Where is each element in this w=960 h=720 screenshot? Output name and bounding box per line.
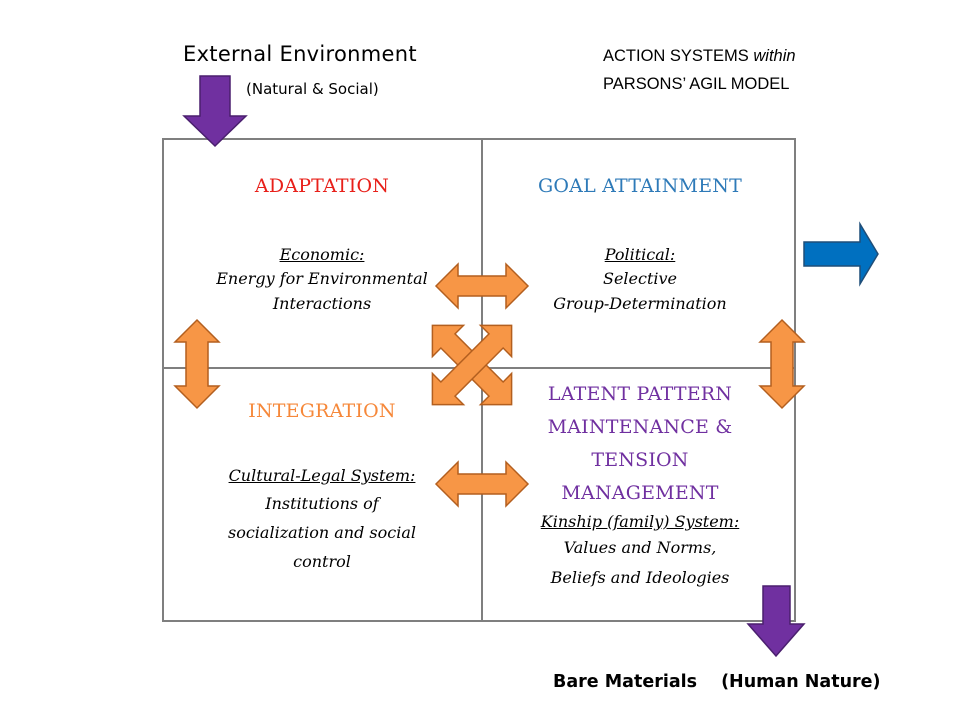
adaptation-subheading: Economic: — [279, 245, 365, 264]
adaptation-line-2: Interactions — [272, 294, 372, 313]
external-input-down-arrow — [182, 75, 248, 148]
latency-line-2: Beliefs and Ideologies — [550, 568, 730, 587]
external-environment-subtitle: (Natural & Social) — [246, 80, 379, 98]
external-environment-title: External Environment — [183, 42, 417, 66]
integration-heading: INTEGRATION — [248, 400, 396, 422]
latency-quadrant: LATENT PATTERN MAINTENANCE & TENSION MAN… — [482, 378, 798, 593]
grid-horizontal-divider — [164, 367, 794, 369]
bare-materials-text: Bare Materials — [553, 672, 698, 692]
integration-line-2: socialization and social — [228, 523, 416, 542]
integration-quadrant: INTEGRATION Cultural-Legal System: Insti… — [163, 400, 481, 576]
integration-line-3: control — [293, 552, 351, 571]
adaptation-heading: ADAPTATION — [254, 175, 390, 197]
adaptation-line-1: Energy for Environmental — [216, 269, 428, 288]
latency-heading-line-3: TENSION — [591, 449, 689, 471]
title-line2: PARSONS’ AGIL MODEL — [603, 75, 790, 93]
title-line1-italic: within — [753, 47, 796, 65]
latency-heading-line-2: MAINTENANCE & — [547, 416, 733, 438]
latency-subheading: Kinship (family) System: — [540, 512, 740, 531]
goal-subheading: Political: — [604, 245, 676, 264]
output-right-arrow — [803, 221, 879, 287]
latency-line-1: Values and Norms, — [563, 538, 717, 557]
adaptation-quadrant: ADAPTATION Economic: Energy for Environm… — [163, 175, 481, 316]
latency-heading-line-4: MANAGEMENT — [561, 482, 719, 504]
goal-line-2: Group-Determination — [553, 294, 727, 313]
goal-attainment-quadrant: GOAL ATTAINMENT Political: Selective Gro… — [482, 175, 798, 316]
goal-line-1: Selective — [602, 269, 678, 288]
bare-materials-label: Bare Materials (Human Nature) — [553, 672, 881, 692]
integration-subheading: Cultural-Legal System: — [228, 466, 416, 485]
action-systems-title: ACTION SYSTEMS within PARSONS’ AGIL MODE… — [603, 42, 796, 98]
goal-heading: GOAL ATTAINMENT — [538, 175, 742, 197]
latency-heading-line-1: LATENT PATTERN — [547, 383, 733, 405]
integration-line-1: Institutions of — [265, 494, 379, 513]
human-nature-text: (Human Nature) — [721, 672, 881, 692]
title-line1-prefix: ACTION SYSTEMS — [603, 47, 754, 65]
